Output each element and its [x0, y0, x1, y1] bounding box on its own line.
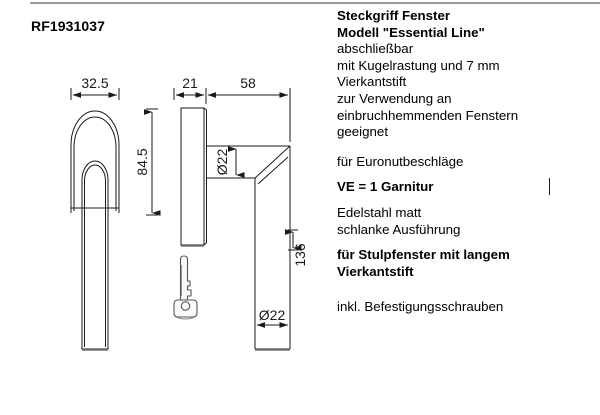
- feature-use-line-1: zur Verwendung an: [337, 90, 452, 106]
- drawing-svg: 32.5 21 58 84.5 Ø22 136 Ø22: [70, 75, 308, 352]
- feature-spindle: Vierkantstift: [337, 74, 407, 90]
- product-title-line-1: Steckgriff Fenster: [337, 8, 451, 23]
- dimension-84-5: [144, 108, 161, 216]
- packaging-unit: VE = 1 Garnitur: [337, 178, 595, 196]
- design-style: schlanke Ausführung: [337, 221, 461, 237]
- front-view-outline: [70, 110, 120, 350]
- dimension-label-136: 136: [292, 243, 308, 267]
- dimension-label-grip-diameter: Ø22: [259, 307, 286, 323]
- dimension-label-21: 21: [182, 75, 198, 91]
- stulp-note-line-1: für Stulpfenster mit langem: [337, 247, 510, 263]
- product-description: Steckgriff Fenster Modell "Essential Lin…: [337, 8, 595, 316]
- feature-use-line-2: einbruchhemmenden Fenstern: [337, 107, 519, 123]
- spacer-5: [337, 280, 595, 299]
- dimension-label-84-5: 84.5: [134, 148, 150, 175]
- spacer-4: [337, 238, 595, 247]
- feature-euronut: für Euronutbeschläge: [337, 153, 464, 169]
- key-icon: [173, 255, 198, 320]
- spacer-3: [337, 196, 595, 205]
- spacer-2: [337, 170, 595, 179]
- technical-drawing: 32.5 21 58 84.5 Ø22 136 Ø22: [70, 75, 308, 352]
- top-divider-rule: [30, 2, 600, 4]
- material-finish: Edelstahl matt: [337, 204, 422, 220]
- feature-lockable: abschließbar: [337, 41, 414, 57]
- included-screws: inkl. Befestigungsschrauben: [337, 299, 504, 315]
- text-cursor: [549, 178, 550, 196]
- dimension-21: [173, 88, 207, 104]
- feature-ball-catch: mit Kugelrastung und 7 mm: [337, 57, 500, 73]
- spacer-1: [337, 141, 595, 154]
- product-title-line-2: Modell "Essential Line": [337, 24, 485, 40]
- dimension-58: [207, 88, 291, 142]
- dimension-label-58: 58: [240, 75, 256, 91]
- packaging-unit-text: VE = 1 Garnitur: [337, 179, 434, 195]
- stulp-note-line-2: Vierkantstift: [337, 263, 414, 279]
- part-number: RF1931037: [31, 18, 106, 34]
- dimension-136: [285, 229, 302, 251]
- feature-use-line-3: geeignet: [337, 124, 389, 140]
- dimension-32-5: [70, 88, 120, 100]
- dimension-label-32-5: 32.5: [81, 75, 108, 91]
- dimension-label-arm-diameter: Ø22: [214, 149, 230, 176]
